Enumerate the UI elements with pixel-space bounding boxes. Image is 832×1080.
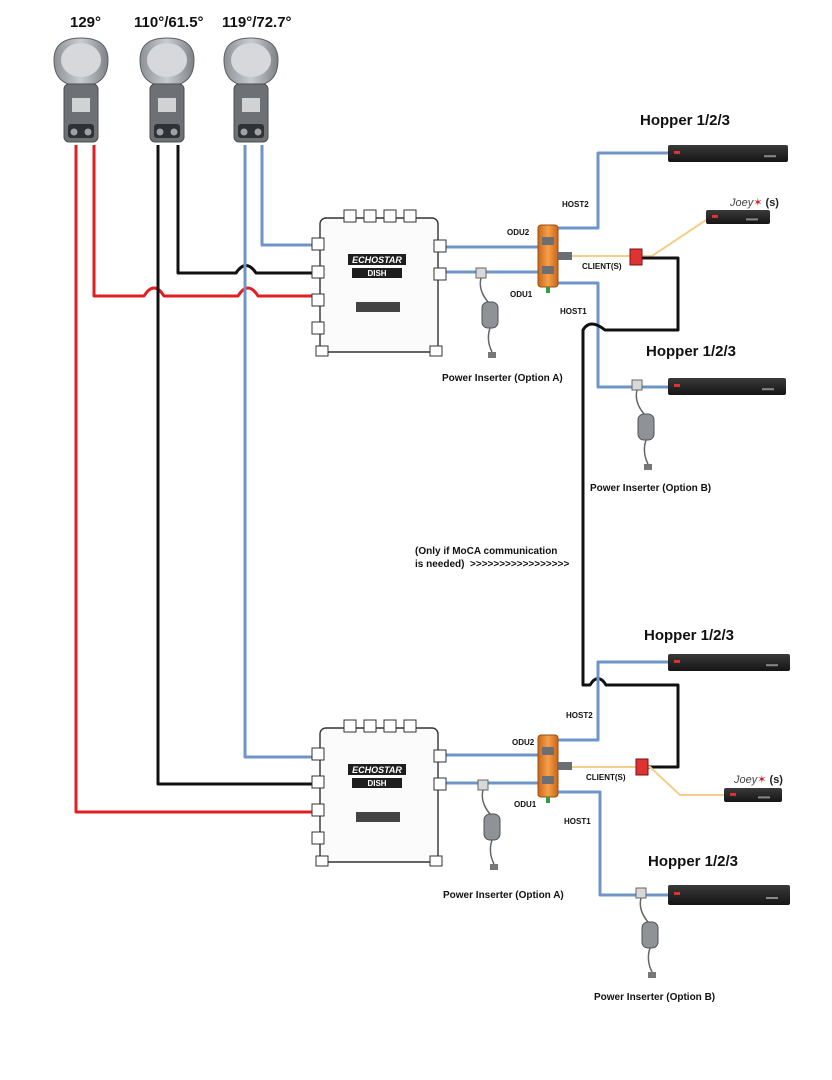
power-inserter-2	[631, 379, 655, 470]
client-filter-bottom	[635, 758, 649, 776]
host2-label-top: HOST2	[562, 200, 589, 209]
blue-host2-bottom	[556, 660, 668, 742]
multiswitch-2: ECHOSTAR DISH	[311, 719, 447, 867]
power-inserter-label-1: Power Inserter (Option A)	[442, 373, 563, 384]
splitter-bottom	[537, 734, 572, 803]
power-inserter-group	[475, 267, 659, 978]
hopper-label-4: Hopper 1/2/3	[648, 853, 739, 870]
joey-label-top: Joey✶ (s)	[730, 196, 779, 209]
blue-host2-top	[556, 151, 668, 230]
hopper-1-receiver	[668, 145, 788, 162]
splitter-top	[537, 224, 572, 293]
joey-2-receiver	[724, 788, 782, 802]
switch-group: ECHOSTAR DISH ECHOSTAR DISH	[311, 209, 447, 867]
client-filter-top	[629, 248, 643, 266]
hopper-2-receiver	[668, 378, 786, 395]
hopper-label-3: Hopper 1/2/3	[644, 627, 735, 644]
hopper-4-receiver	[668, 885, 790, 905]
red-cable-top	[92, 145, 312, 298]
switch-brand: ECHOSTAR	[352, 765, 402, 775]
blue-cable-bottom	[243, 145, 312, 759]
black-cable-bottom	[156, 145, 312, 786]
red-cable-bottom	[74, 145, 312, 814]
power-inserter-label-4: Power Inserter (Option B)	[594, 992, 716, 1003]
odu2-label-bottom: ODU2	[512, 738, 535, 747]
yellow-client-bottom	[572, 766, 724, 796]
multiswitch-1: ECHOSTAR DISH	[311, 209, 447, 357]
lnb-label-110: 110°/61.5°	[134, 14, 204, 31]
odu1-label-top: ODU1	[510, 290, 533, 299]
lnb-dish-3	[223, 37, 279, 143]
power-inserter-1	[475, 267, 499, 358]
joey-star-icon: ✶	[757, 774, 767, 786]
switch-logo: DISH	[367, 269, 386, 278]
host2-label-bottom: HOST2	[566, 711, 593, 720]
hopper-label-1: Hopper 1/2/3	[640, 112, 731, 129]
lnb-label-129: 129°	[70, 14, 102, 31]
switch-brand: ECHOSTAR	[352, 255, 402, 265]
joey-text: Joey	[730, 197, 754, 209]
lnb-dish-2	[139, 37, 195, 143]
joey-label-bottom: Joey✶ (s)	[734, 773, 783, 786]
power-inserter-label-3: Power Inserter (Option A)	[443, 890, 564, 901]
lnb-label-119: 119°/72.7°	[222, 14, 292, 31]
receiver-group	[668, 145, 790, 905]
black-moca-link	[581, 256, 680, 769]
joey-suffix: (s)	[769, 774, 783, 786]
power-inserter-4	[635, 887, 659, 978]
odu2-label-top: ODU2	[507, 228, 530, 237]
power-inserter-label-2: Power Inserter (Option B)	[590, 483, 712, 494]
joey-star-icon: ✶	[753, 197, 763, 209]
host1-label-top: HOST1	[560, 307, 587, 316]
hopper-label-2: Hopper 1/2/3	[646, 343, 737, 360]
blue-cable-top	[260, 145, 312, 247]
lnb-dish-1	[53, 37, 109, 143]
host1-label-bottom: HOST1	[564, 817, 591, 826]
power-inserter-3	[477, 779, 501, 870]
blue-host1-top	[556, 281, 668, 389]
client-label-bottom: CLIENT(S)	[586, 773, 626, 782]
hopper-3-receiver	[668, 654, 790, 671]
joey-text: Joey	[734, 774, 758, 786]
odu1-label-bottom: ODU1	[514, 800, 537, 809]
lnb-group	[53, 37, 279, 143]
blue-host1-bottom	[556, 790, 668, 897]
moca-note: (Only if MoCA communication is needed) >…	[415, 546, 570, 570]
joey-suffix: (s)	[765, 197, 779, 209]
joey-1-receiver	[706, 210, 770, 224]
client-label-top: CLIENT(S)	[582, 262, 622, 271]
switch-logo: DISH	[367, 779, 386, 788]
